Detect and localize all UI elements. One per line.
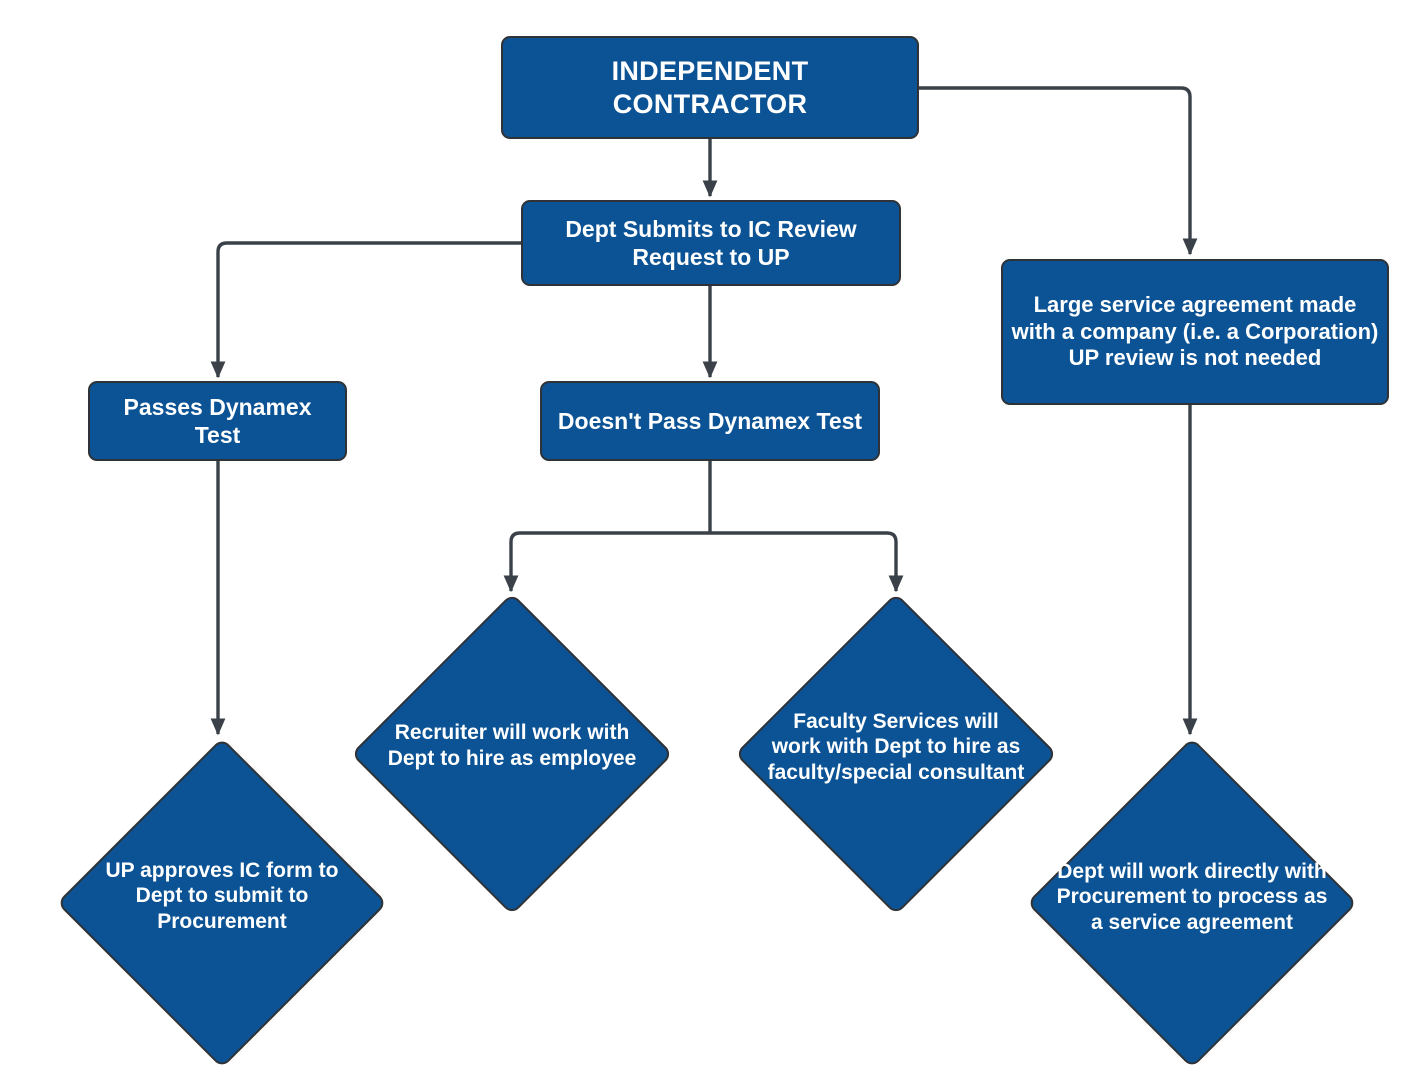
node-up-approves-ic-form[interactable]: UP approves IC form to Dept to submit to… bbox=[48, 737, 396, 1069]
node-doesnt-pass-dynamex-test-label: Doesn't Pass Dynamex Test bbox=[557, 407, 863, 434]
diamond-shape bbox=[1026, 737, 1358, 1069]
node-dept-submits-label: Dept Submits to IC Review Request to UP bbox=[565, 215, 857, 270]
node-independent-contractor-label: INDEPENDENT CONTRACTOR bbox=[611, 55, 809, 119]
node-dept-submits-to-ic-review[interactable]: Dept Submits to IC Review Request to UP bbox=[521, 200, 901, 286]
node-passes-dynamex-test[interactable]: Passes Dynamex Test bbox=[88, 381, 347, 461]
diamond-shape bbox=[734, 592, 1058, 916]
node-independent-contractor[interactable]: INDEPENDENT CONTRACTOR bbox=[501, 36, 919, 139]
node-large-service-agreement-label: Large service agreement made with a comp… bbox=[1011, 291, 1379, 371]
edge-doesnt-pass-to-recruiter bbox=[503, 531, 710, 593]
edge-doesnt-pass-to-faculty-services bbox=[710, 531, 904, 593]
node-large-service-agreement[interactable]: Large service agreement made with a comp… bbox=[1001, 259, 1389, 405]
node-doesnt-pass-dynamex-test[interactable]: Doesn't Pass Dynamex Test bbox=[540, 381, 880, 461]
edge-dept-submits-to-passes-dynamex bbox=[210, 241, 521, 379]
diamond-shape bbox=[56, 737, 388, 1069]
node-passes-dynamex-test-label: Passes Dynamex Test bbox=[123, 393, 312, 448]
edge-ic-to-large-service-agreement bbox=[919, 86, 1198, 256]
diamond-shape bbox=[350, 592, 674, 916]
node-dept-works-with-procurement[interactable]: Dept will work directly with Procurement… bbox=[1018, 737, 1366, 1069]
